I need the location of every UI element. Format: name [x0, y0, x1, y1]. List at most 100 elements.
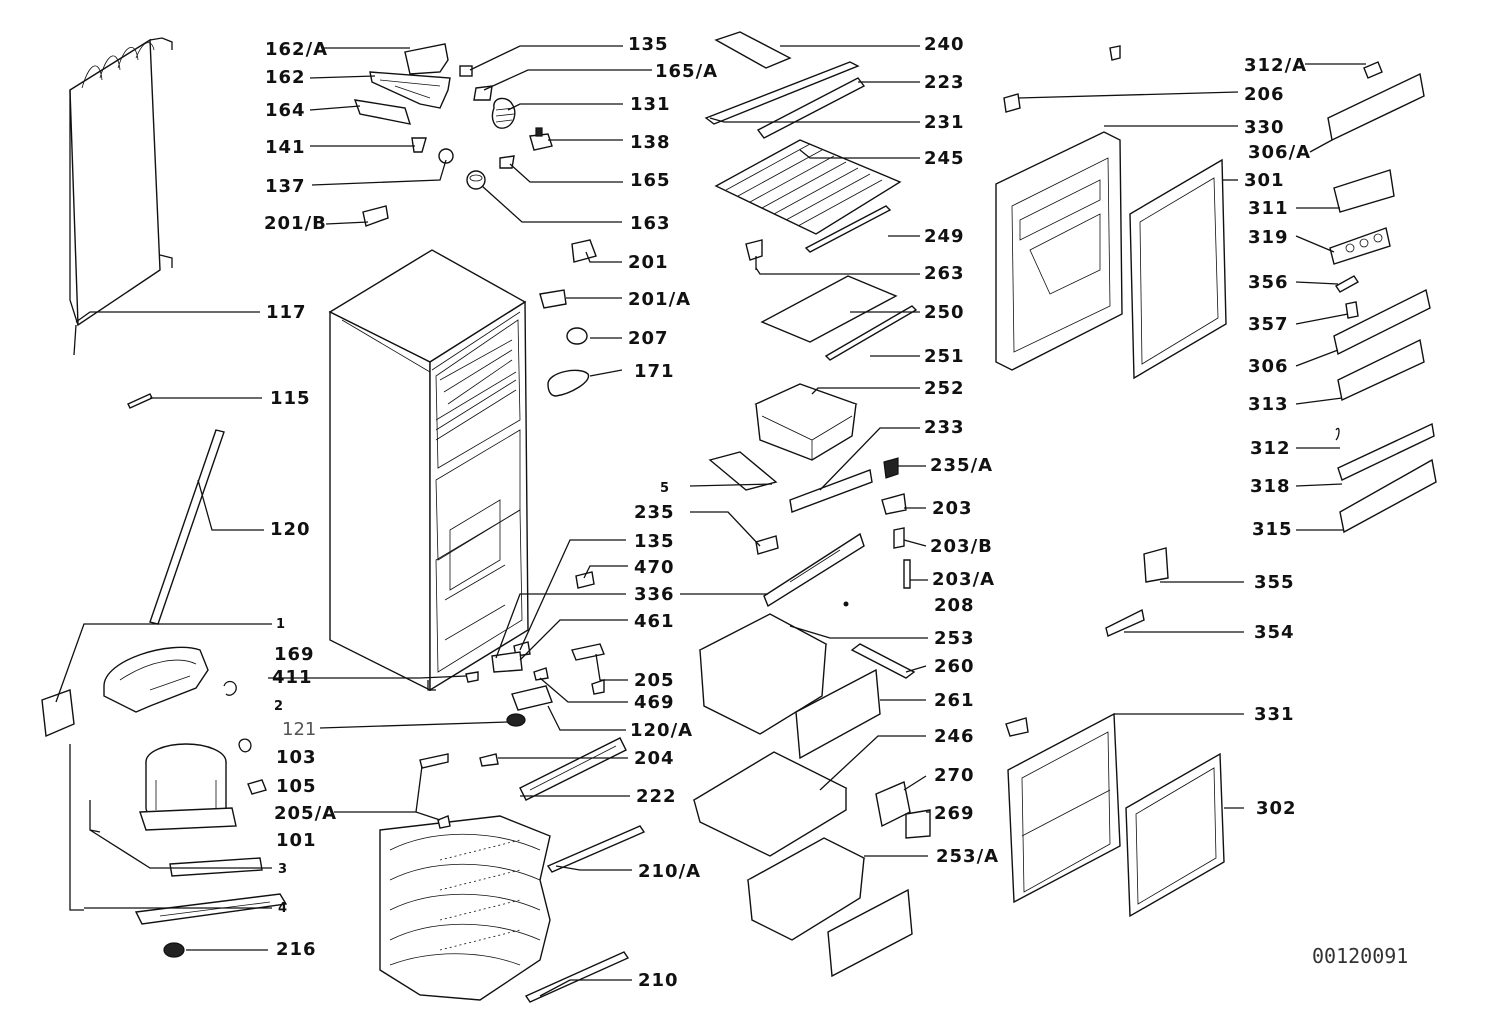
label-120a: 120/A	[630, 720, 693, 741]
freezer-drawer-part	[692, 751, 931, 857]
evaporator-fittings	[419, 737, 646, 1003]
label-206: 206	[1244, 84, 1285, 105]
label-330: 330	[1244, 117, 1285, 138]
label-251: 251	[924, 346, 965, 367]
lower-basket-part	[746, 837, 913, 978]
label-411: 411	[272, 667, 313, 688]
label-207: 207	[628, 328, 669, 349]
thermostat-housing-parts	[353, 43, 451, 125]
label-253: 253	[934, 628, 975, 649]
label-121: 121	[282, 719, 316, 740]
label-105: 105	[276, 776, 317, 797]
label-115: 115	[270, 388, 311, 409]
label-203a: 203/A	[932, 569, 995, 590]
label-201a: 201/A	[628, 289, 691, 310]
rod-parts	[127, 393, 225, 625]
label-164: 164	[265, 100, 306, 121]
label-331: 331	[1254, 704, 1295, 725]
label-137: 137	[265, 176, 306, 197]
label-216: 216	[276, 939, 317, 960]
fastener-parts	[843, 457, 911, 607]
label-336: 336	[634, 584, 675, 605]
label-205a: 205/A	[274, 803, 337, 824]
switch-parts	[459, 65, 553, 169]
label-1: 1	[276, 617, 285, 632]
freezer-basket-part	[698, 613, 916, 760]
label-318: 318	[1250, 476, 1291, 497]
label-252: 252	[924, 378, 965, 399]
label-203b: 203/B	[930, 536, 993, 557]
label-165a: 165/A	[655, 61, 718, 82]
label-235: 235	[634, 502, 675, 523]
label-162: 162	[265, 67, 306, 88]
compressor-part	[139, 743, 237, 831]
label-169: 169	[274, 644, 315, 665]
label-313: 313	[1248, 394, 1289, 415]
label-162a: 162/A	[265, 39, 328, 60]
label-203: 203	[932, 498, 973, 519]
center-small-parts	[465, 571, 605, 711]
label-250: 250	[924, 302, 965, 323]
condenser-part	[69, 37, 173, 356]
evaporator-part	[379, 815, 551, 1001]
label-3: 3	[278, 862, 287, 877]
label-103: 103	[276, 747, 317, 768]
label-311: 311	[1248, 198, 1289, 219]
label-210: 210	[638, 970, 679, 991]
label-315: 315	[1252, 519, 1293, 540]
label-263: 263	[924, 263, 965, 284]
label-233: 233	[924, 417, 965, 438]
label-117: 117	[266, 302, 307, 323]
door-shelf-parts	[1003, 45, 1437, 737]
label-101: 101	[276, 830, 317, 851]
label-135-top: 135	[628, 34, 669, 55]
label-302: 302	[1256, 798, 1297, 819]
label-260: 260	[934, 656, 975, 677]
compressor-cover-parts	[41, 646, 237, 738]
label-201: 201	[628, 252, 669, 273]
label-246: 246	[934, 726, 975, 747]
label-245: 245	[924, 148, 965, 169]
part-labels: 162/A 162 164 141 137 201/B 135 165/A 13…	[264, 34, 1311, 991]
label-306a: 306/A	[1248, 142, 1311, 163]
diagram-code: 00120091	[1312, 944, 1408, 968]
label-223: 223	[924, 72, 965, 93]
label-356: 356	[1248, 272, 1289, 293]
freezer-door-part	[1007, 712, 1225, 918]
base-bracket-parts	[69, 744, 288, 925]
label-131: 131	[630, 94, 671, 115]
label-301: 301	[1244, 170, 1285, 191]
label-231: 231	[924, 112, 965, 133]
label-141: 141	[265, 137, 306, 158]
label-205: 205	[634, 670, 675, 691]
label-312a: 312/A	[1244, 55, 1307, 76]
leader-lines	[55, 45, 1366, 997]
label-261: 261	[934, 690, 975, 711]
label-135-mid: 135	[634, 531, 675, 552]
fridge-door-part	[995, 131, 1227, 380]
label-469: 469	[634, 692, 675, 713]
label-163: 163	[630, 213, 671, 234]
label-4: 4	[278, 901, 287, 916]
label-270: 270	[934, 765, 975, 786]
label-306: 306	[1248, 356, 1289, 377]
foot-part	[163, 942, 185, 958]
knob-parts	[362, 137, 486, 227]
small-fittings	[238, 713, 526, 795]
label-357: 357	[1248, 314, 1289, 335]
label-470: 470	[634, 557, 675, 578]
label-461: 461	[634, 611, 675, 632]
label-165: 165	[630, 170, 671, 191]
label-210a: 210/A	[638, 861, 701, 882]
label-312: 312	[1250, 438, 1291, 459]
label-5: 5	[660, 481, 669, 496]
label-240: 240	[924, 34, 965, 55]
label-355: 355	[1254, 572, 1295, 593]
label-249: 249	[924, 226, 965, 247]
label-120: 120	[270, 519, 311, 540]
hinge-parts	[539, 239, 597, 397]
label-201b: 201/B	[264, 213, 327, 234]
label-319: 319	[1248, 227, 1289, 248]
freezer-shelf-part	[714, 139, 918, 361]
